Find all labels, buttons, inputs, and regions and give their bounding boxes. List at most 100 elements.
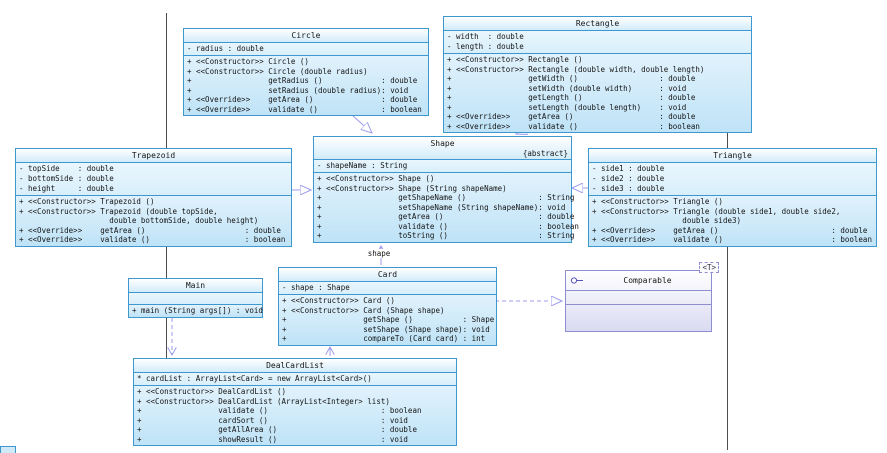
method-line: + compareTo (Card card) : int <box>282 334 486 343</box>
association-label-shape: shape <box>357 249 401 258</box>
class-trapezoid[interactable]: Trapezoid - topSide : double- bottomSide … <box>15 148 292 247</box>
class-attributes-compartment: - side1 : double- side2 : double- side3 … <box>589 163 876 196</box>
class-methods-compartment: + <<Constructor>> Triangle ()+ <<Constru… <box>589 196 876 246</box>
method-line: double bottomSide, double height) <box>19 216 259 225</box>
method-line: + setWidth (double width) : void <box>447 83 687 93</box>
attribute-line: - side2 : double <box>592 174 665 183</box>
class-title-compartment: Triangle <box>589 149 876 163</box>
attribute-line: - bottomSide : double <box>19 174 114 183</box>
class-methods-compartment: + <<Constructor>> Trapezoid ()+ <<Constr… <box>16 196 291 246</box>
class-title: Card <box>377 270 398 279</box>
attribute-line: * cardList : ArrayList<Card> = new Array… <box>137 374 372 383</box>
class-stereotype: {abstract} <box>522 149 568 158</box>
class-methods-compartment: + <<Constructor>> Circle ()+ <<Construct… <box>184 56 428 115</box>
interface-methods-compartment <box>566 305 711 329</box>
method-line: + main (String args[]) : void <box>132 306 263 315</box>
template-param-tag: <T> <box>699 262 719 273</box>
attribute-line: - side3 : double <box>592 184 665 193</box>
class-title: Shape <box>430 139 455 148</box>
class-card[interactable]: Card - shape : Shape + <<Constructor>> Car… <box>278 267 497 346</box>
method-line: + getAllArea () : double <box>137 425 417 434</box>
class-shape[interactable]: Shape {abstract} - shapeName : String + <<C… <box>313 136 579 243</box>
attribute-line: - radius : double <box>187 44 264 53</box>
attribute-line: - shape : Shape <box>282 283 350 292</box>
class-title-compartment: Card <box>279 268 496 282</box>
method-line: + <<Override>> getArea () : double <box>187 95 418 104</box>
method-line: + getRadius () : double <box>187 76 418 85</box>
class-methods-compartment: + main (String args[]) : void <box>129 305 263 317</box>
class-title: Trapezoid <box>131 151 176 160</box>
class-title-compartment: Rectangle <box>444 17 751 31</box>
class-attributes-compartment: - topSide : double- bottomSide : double-… <box>16 163 291 196</box>
method-line: + <<Constructor>> Shape (String shapeNam… <box>317 183 507 193</box>
method-line: + <<Override>> validate () : boolean <box>187 104 422 114</box>
class-rectangle[interactable]: Rectangle - width : double- length : doub… <box>443 16 752 133</box>
class-title-compartment: Shape {abstract} <box>314 137 571 160</box>
method-line: + getArea () : double <box>317 212 575 221</box>
class-methods-compartment: + <<Constructor>> Rectangle ()+ <<Constr… <box>444 54 751 132</box>
class-attributes-compartment: - shapeName : String <box>314 160 571 173</box>
attribute-line: - width : double <box>447 32 524 41</box>
class-attributes-compartment <box>129 293 262 305</box>
method-line: + getShapeName () : String <box>317 193 575 202</box>
partial-class-box[interactable] <box>0 446 16 453</box>
method-line: + getLength () : double <box>447 93 696 102</box>
method-line: + <<Constructor>> Circle (double radius) <box>187 66 368 76</box>
method-line: + <<Override>> getArea () : double <box>592 225 868 235</box>
method-line: + showResult () : void <box>137 434 408 444</box>
attribute-line: - height : double <box>19 184 114 193</box>
method-line: + getShape () : Shape <box>282 315 495 324</box>
class-attributes-compartment: - radius : double <box>184 43 428 56</box>
method-line: + <<Constructor>> DealCardList (ArrayLis… <box>137 396 390 406</box>
method-line: + <<Override>> validate () : boolean <box>447 121 700 131</box>
method-line: + <<Constructor>> Card () <box>282 296 395 305</box>
inheritance-circle-shape[interactable] <box>351 114 372 133</box>
class-attributes-compartment: * cardList : ArrayList<Card> = new Array… <box>134 373 456 386</box>
method-line: + validate () : boolean <box>137 406 422 415</box>
attribute-line: - side1 : double <box>592 164 665 173</box>
method-line: + cardSort () : void <box>137 415 408 425</box>
method-line: + setRadius (double radius): void <box>187 85 409 95</box>
method-line: + <<Constructor>> Rectangle (double widt… <box>447 64 705 74</box>
class-title: Triangle <box>713 151 752 160</box>
method-line: + <<Constructor>> DealCardList () <box>137 387 287 396</box>
class-title: DealCardList <box>266 361 324 370</box>
method-line: + validate () : boolean <box>317 221 579 231</box>
class-methods-compartment: + <<Constructor>> Card ()+ <<Constructor… <box>279 295 496 345</box>
class-methods-compartment: + <<Constructor>> Shape ()+ <<Constructo… <box>314 173 579 242</box>
method-line: + <<Constructor>> Triangle (double side1… <box>592 206 841 216</box>
interface-attributes-compartment <box>566 291 711 305</box>
class-title-compartment: Circle <box>184 29 428 43</box>
class-attributes-compartment: - width : double- length : double <box>444 31 751 54</box>
method-line: + getWidth () : double <box>447 74 696 83</box>
method-line: + <<Override>> getArea () : double <box>19 225 281 235</box>
method-line: + toString () : String <box>317 231 575 240</box>
class-methods-compartment: + <<Constructor>> DealCardList ()+ <<Con… <box>134 386 456 445</box>
attribute-line: - shapeName : String <box>317 161 408 170</box>
class-attributes-compartment: - shape : Shape <box>279 282 496 295</box>
interface-lollipop-icon <box>570 277 583 284</box>
method-line: + setLength (double length) : void <box>447 102 687 112</box>
attribute-line: - length : double <box>447 42 524 51</box>
method-line: + <<Override>> getArea () : double <box>447 112 696 121</box>
interface-comparable[interactable]: <T> Comparable <box>565 262 719 332</box>
method-line: + <<Override>> validate () : boolean <box>19 235 286 244</box>
class-title-compartment: Trapezoid <box>16 149 291 163</box>
class-title: Rectangle <box>575 19 620 28</box>
method-line: + <<Constructor>> Trapezoid (double topS… <box>19 206 218 216</box>
method-line: + setShape (Shape shape): void <box>282 324 490 334</box>
method-line: + setShapeName (String shapeName): void <box>317 202 566 212</box>
class-main[interactable]: Main+ main (String args[]) : void <box>128 278 263 318</box>
method-line: + <<Constructor>> Card (Shape shape) <box>282 305 445 315</box>
class-title: Circle <box>291 31 321 40</box>
method-line: + <<Constructor>> Shape () <box>317 174 435 183</box>
method-line: + <<Constructor>> Rectangle () <box>447 55 583 64</box>
class-triangle[interactable]: Triangle - side1 : double- side2 : double… <box>588 148 877 247</box>
method-line: + <<Override>> validate () : boolean <box>592 235 872 244</box>
class-circle[interactable]: Circle - radius : double + <<Constructor>>… <box>183 28 429 116</box>
class-dealcardlist[interactable]: DealCardList * cardList : ArrayList<Card>… <box>133 358 457 446</box>
class-title-compartment: DealCardList <box>134 359 456 373</box>
method-line: double side3) <box>592 216 742 225</box>
method-line: + <<Constructor>> Circle () <box>187 57 309 66</box>
